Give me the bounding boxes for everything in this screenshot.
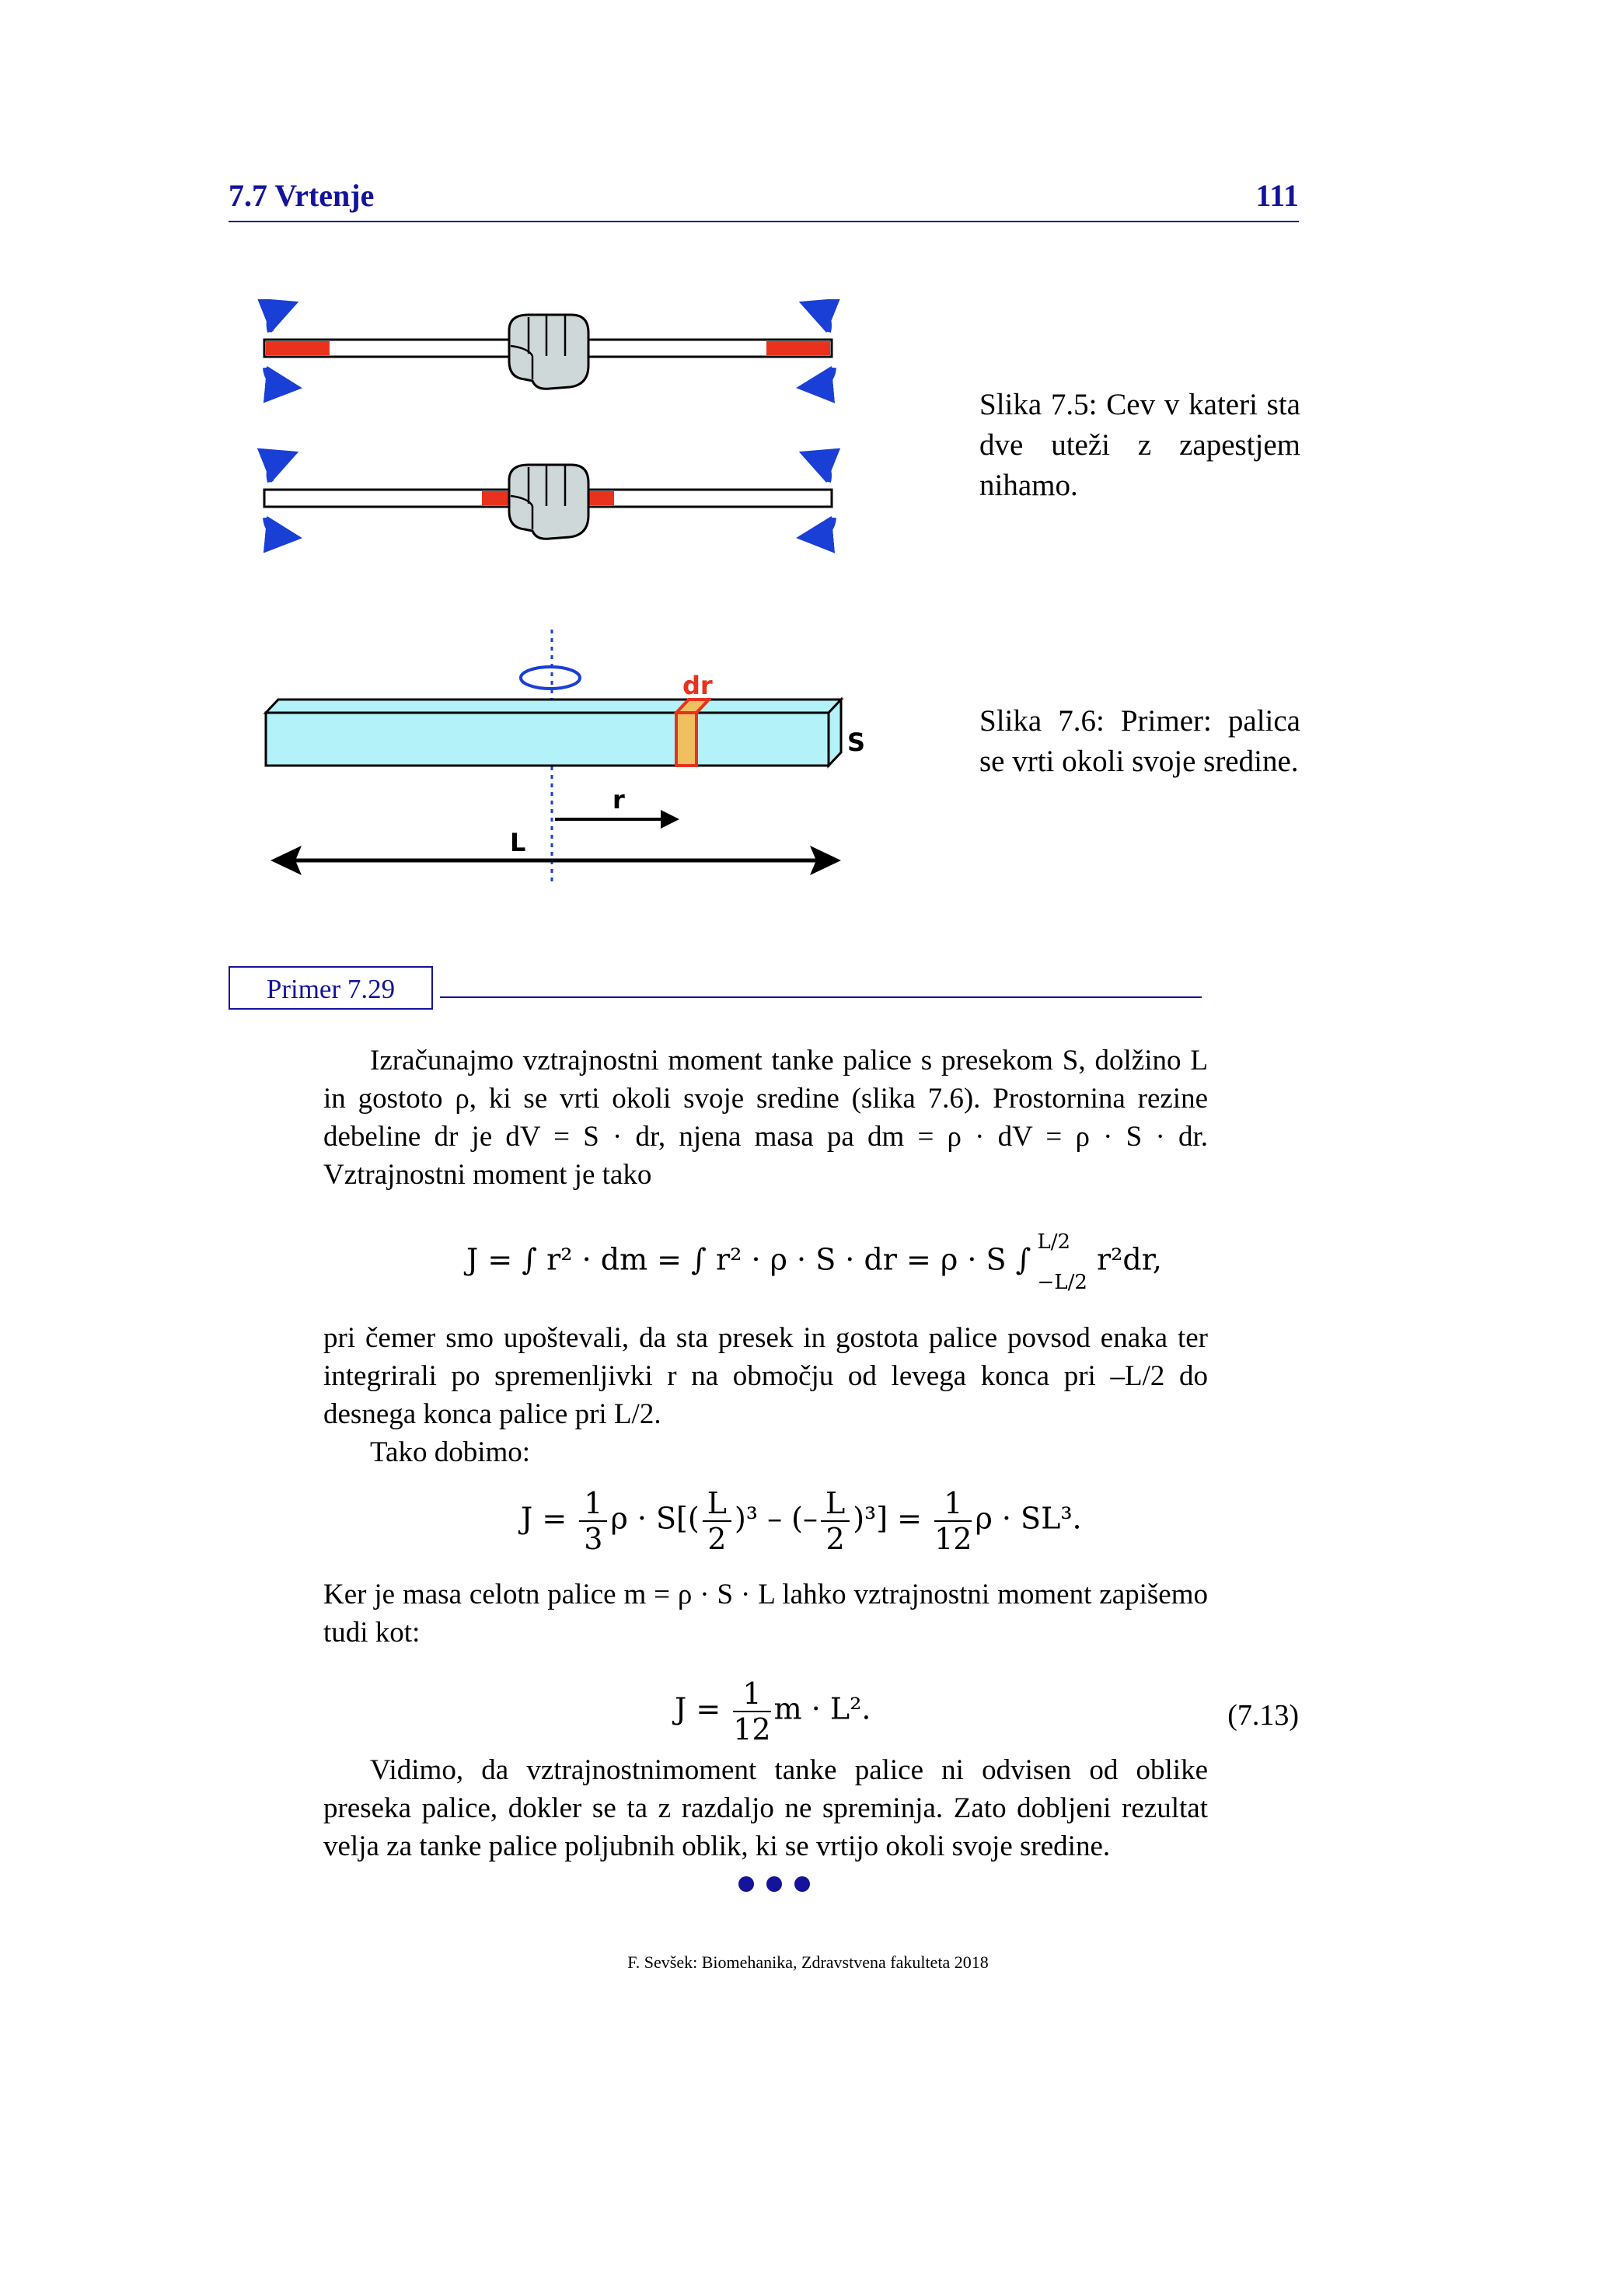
arrow-l-right-head [810,846,841,875]
rotation-arrow-icon [798,299,841,333]
paragraph: Tako dobimo: [370,1436,531,1468]
fraction-denominator: 3 [584,1522,603,1556]
weight-right [766,341,830,355]
rotation-arrow-icon [796,515,836,553]
fraction-numerator: 1 [733,1677,771,1712]
equation-part: J = [675,1691,721,1726]
equation-part: J = [521,1501,567,1536]
paragraph: Vidimo, da vztrajnostnimoment tanke pali… [323,1754,1208,1862]
section-title: 7.7 Vrtenje [229,178,375,213]
fist-icon [508,313,590,390]
fraction-numerator: 1 [934,1486,972,1522]
fraction-denominator: 12 [934,1522,972,1556]
rotation-arrow-icon [798,448,841,483]
fraction-denominator: 2 [825,1522,845,1556]
example-rule [440,996,1202,998]
paragraph: Ker je masa celotn palice m = ρ · S · L … [323,1579,1208,1649]
label-s: S [847,728,865,757]
equation-part: )³] = [853,1501,923,1536]
label-r: r [613,785,625,815]
equation-part: m · L². [773,1691,871,1726]
fraction-numerator: 1 [579,1486,608,1522]
fraction-denominator: 12 [733,1712,771,1746]
figure-caption: Slika 7.6: Primer: palica se vrti okoli … [979,704,1300,778]
header-rule [229,221,1299,222]
figure-caption: Slika 7.5: Cev v kateri sta dve uteži z … [979,388,1300,502]
slice-dr [675,711,698,767]
fist-icon [508,463,590,540]
fraction-denominator: 2 [707,1522,727,1556]
equation-integral: J = ∫ r² · dm = ∫ r² · ρ · S · dr = ρ · … [466,1222,1162,1303]
rotation-arrow-icon [263,365,302,403]
arrow-l-left-head [270,846,302,875]
page-number: 111 [1255,178,1299,213]
integral-lower-limit: −L/2 [1037,1271,1087,1294]
equation-part: ρ · SL³. [975,1501,1082,1536]
fraction-numerator: L [702,1486,731,1522]
equation-rhs: r²dr, [1096,1242,1162,1277]
integral-upper-limit: L/2 [1037,1230,1071,1254]
rod [263,696,844,769]
rotation-arrow-icon [263,515,302,553]
equation-part: )³ – (– [734,1501,818,1536]
rotation-arrow-icon [257,448,299,483]
page-footer: F. Sevšek: Biomehanika, Zdravstvena faku… [627,1952,989,1972]
rotation-arrow-icon [796,365,836,403]
figure-rotating-rod: dr S r L [263,630,865,886]
end-of-example-dots [738,1876,810,1892]
label-dr: dr [682,671,713,700]
equation-part: ρ · S[( [610,1501,700,1536]
fraction-numerator: L [820,1486,850,1522]
paragraph: pri čemer smo upoštevali, da sta presek … [323,1322,1208,1430]
label-l: L [510,828,525,857]
example-label: Primer 7.29 [229,966,433,1010]
weight-left [266,341,330,355]
rotation-arrow-icon [257,299,299,333]
equation-lhs: J = ∫ r² · dm = ∫ r² · ρ · S · dr = ρ · … [466,1242,1031,1277]
paragraph: Izračunajmo vztrajnostni moment tanke pa… [323,1045,1208,1191]
equation-number: (7.13) [1227,1699,1299,1732]
rotation-icon [519,665,581,690]
figure-tube-weights [257,299,841,553]
